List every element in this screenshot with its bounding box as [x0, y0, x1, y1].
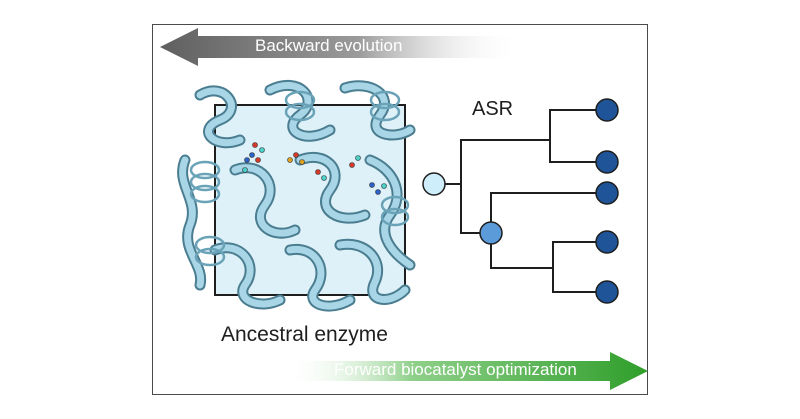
leaf-node: [595, 280, 619, 304]
phylogenetic-tree: [422, 98, 619, 304]
tree-branch-top-clade: [549, 140, 607, 163]
leaf-node: [595, 230, 619, 254]
forward-optimization-arrow: [285, 352, 648, 390]
leaf-node: [595, 181, 619, 205]
ligand-atoms: [242, 142, 387, 195]
leaf-node: [595, 150, 619, 174]
internal-node: [479, 221, 503, 245]
tree-branch-subclade: [490, 192, 607, 293]
tree-branch-root: [434, 109, 607, 185]
backward-evolution-arrow: [160, 28, 520, 66]
asr-label: ASR: [472, 98, 514, 120]
backward-evolution-label: Backward evolution: [255, 36, 403, 55]
leaf-node: [595, 98, 619, 122]
forward-optimization-label: Forward biocatalyst optimization: [334, 360, 577, 379]
ancestral-enzyme-label: Ancestral enzyme: [221, 323, 388, 346]
ancestral-enzyme-structure: [177, 79, 416, 312]
protein-ribbons: [177, 79, 416, 312]
root-node: [422, 172, 446, 196]
